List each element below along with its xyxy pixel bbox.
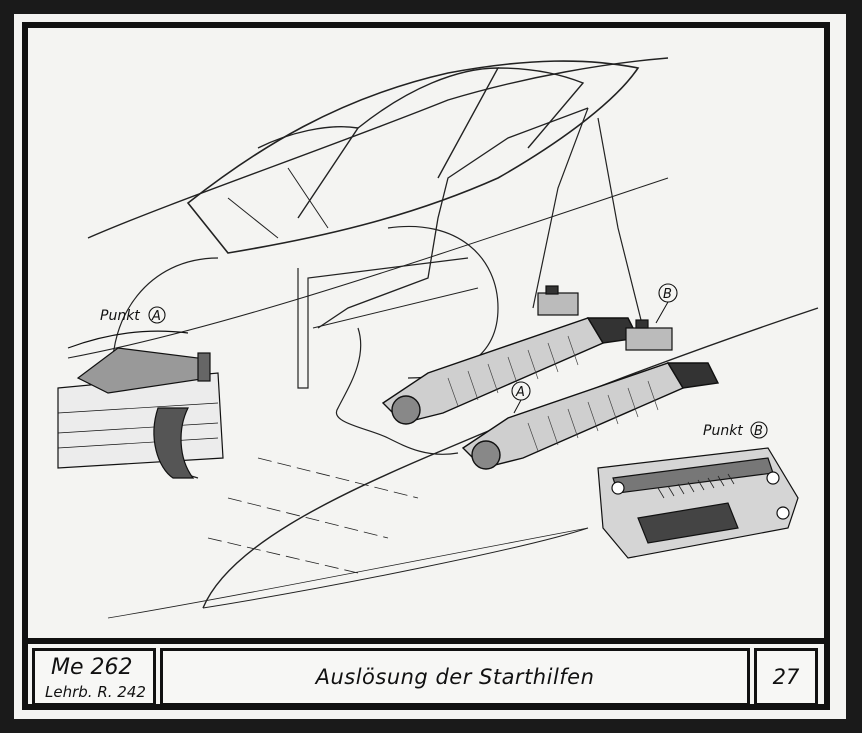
label-punkt-b-letter: B	[754, 424, 763, 439]
drawing-title: Auslösung der Starthilfen	[315, 665, 595, 689]
detail-punkt-a	[57, 330, 224, 479]
illustration-sheet: Punkt A Punkt B A B Me 262 Lehrb. R. 242…	[14, 14, 846, 719]
label-punkt-a-circle	[148, 306, 166, 324]
label-punkt-b-circle	[750, 421, 768, 439]
rocket-booster-lower	[461, 362, 720, 470]
drawing-frame: Punkt A Punkt B A B Me 262 Lehrb. R. 242…	[22, 22, 830, 710]
label-punkt-a: Punkt	[100, 308, 140, 324]
technical-drawing: Punkt A Punkt B A B	[57, 57, 819, 619]
callout-a: A	[515, 385, 525, 400]
model-name: Me 262	[51, 655, 133, 680]
callout-b: B	[663, 287, 672, 302]
title-cell: Auslösung der Starthilfen	[160, 648, 750, 706]
title-block: Me 262 Lehrb. R. 242 Auslösung der Start…	[28, 638, 824, 710]
canopy-frame	[186, 60, 640, 254]
fuselage-spine	[67, 177, 669, 359]
detail-punkt-b	[597, 447, 799, 559]
release-cable	[317, 107, 589, 329]
reference-code: Lehrb. R. 242	[45, 683, 146, 701]
label-punkt-b: Punkt	[703, 423, 743, 439]
page-number: 27	[772, 665, 800, 689]
release-unit-lower	[625, 319, 673, 351]
release-unit-upper	[537, 285, 579, 316]
wing-outline	[202, 307, 819, 609]
page-number-cell: 27	[754, 648, 818, 706]
model-cell: Me 262 Lehrb. R. 242	[32, 648, 156, 706]
fuselage-outline	[87, 57, 669, 239]
label-punkt-a-letter: A	[151, 309, 161, 324]
